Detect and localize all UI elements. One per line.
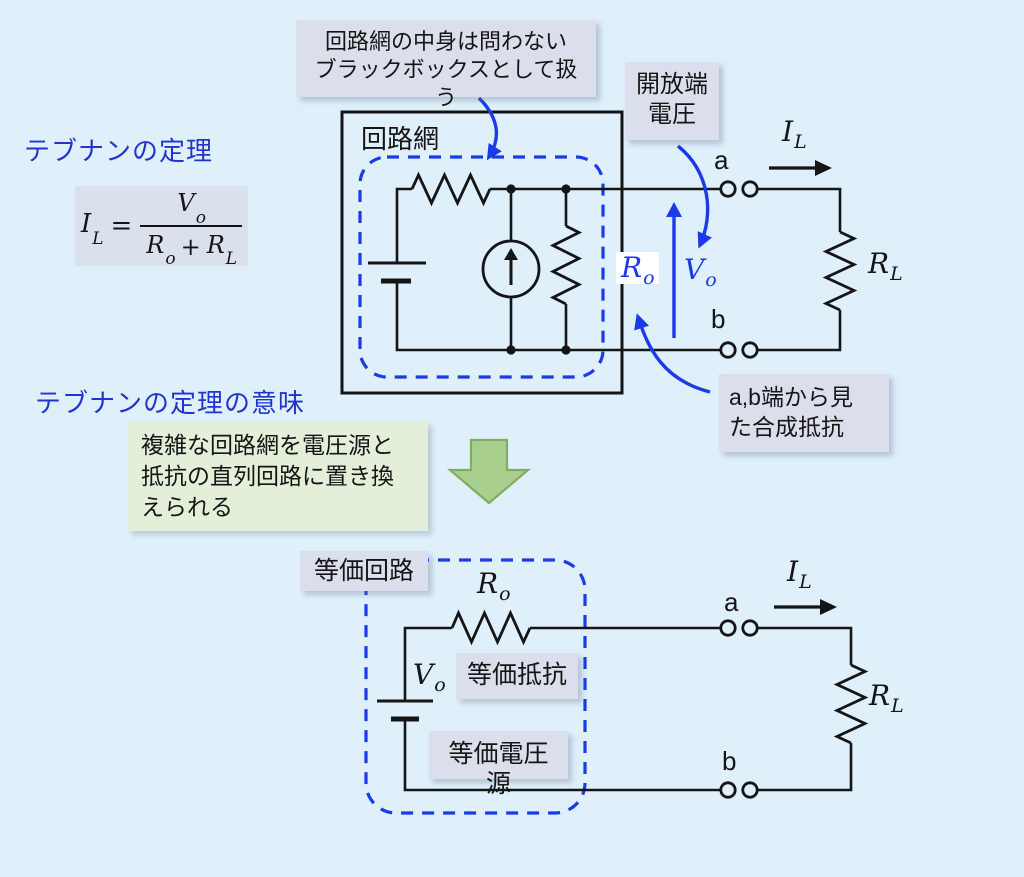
terminal-b-label-lower: b: [722, 746, 737, 776]
terminal-a-circle: [719, 619, 737, 637]
terminal-a-circle: [741, 619, 759, 637]
network-label: 回路網: [361, 124, 440, 154]
wire: [757, 743, 853, 792]
battery-icon: [368, 261, 426, 284]
blackbox-callout-arrow: [477, 96, 502, 161]
combined-resistance-callout: a,b端から見 た合成抵抗: [719, 374, 889, 452]
equiv-dashed-boundary: [364, 558, 587, 815]
terminal-a-circle: [741, 180, 759, 198]
source-voltage-label-lower: Vo: [413, 658, 446, 696]
wire: [403, 719, 721, 792]
terminal-b-label-upper: b: [711, 304, 726, 334]
open-voltage-arrow: [666, 202, 682, 338]
theorem-meaning-title: テブナンの定理の意味: [35, 388, 306, 418]
terminals: [719, 619, 759, 799]
formula-lhs: IL: [80, 208, 104, 250]
output-resistance-label-upper: Ro: [616, 252, 659, 288]
wire: [757, 626, 853, 665]
formula-fraction: Vo Ro + RL: [140, 188, 243, 269]
combined-resistance-callout-arrow: [634, 313, 711, 394]
transform-note: 複雑な回路網を電圧源と 抵抗の直列回路に置き換 えられる: [128, 421, 428, 531]
battery-icon: [377, 699, 433, 722]
terminal-a-label-lower: a: [724, 587, 739, 617]
transform-down-arrow: [446, 438, 532, 505]
theorem-title: テブナンの定理: [24, 136, 214, 166]
wire: [395, 187, 412, 263]
open-voltage-callout-arrow: [676, 144, 712, 249]
terminal-b-circle: [719, 781, 737, 799]
terminal-b-circle: [719, 341, 737, 359]
upper-circuit: [340, 96, 858, 395]
load-resistance-label-upper: RL: [868, 247, 903, 285]
junction-dots: [506, 184, 571, 355]
equiv-source-label: 等価電圧源: [429, 731, 568, 798]
load-current-label-upper: IL: [782, 115, 807, 153]
resistor-internal-2: [549, 224, 583, 306]
plus-sign: +: [180, 232, 201, 261]
terminal-b-circle: [741, 781, 759, 799]
load-current-label-lower: IL: [787, 555, 812, 593]
lower-circuit: [364, 558, 869, 815]
open-voltage-callout: 開放端 電圧: [625, 62, 719, 140]
load-current-arrow: [769, 160, 832, 176]
terminals: [719, 180, 759, 359]
formula: IL = Vo Ro + RL: [80, 188, 243, 269]
equals-sign: =: [110, 211, 133, 241]
load-resistance-label-lower: RL: [869, 679, 904, 717]
output-resistance-label-lower: Ro: [477, 567, 511, 605]
terminal-b-circle: [741, 341, 759, 359]
thevenin-formula: IL = Vo Ro + RL: [75, 186, 248, 269]
wire: [757, 187, 842, 232]
resistor-load: [833, 663, 869, 745]
wire: [395, 281, 721, 352]
resistor-equivalent: [450, 609, 532, 646]
resistor-load: [822, 230, 858, 312]
terminal-a-circle: [719, 180, 737, 198]
terminal-a-label-upper: a: [714, 145, 729, 175]
resistor-internal: [410, 171, 492, 207]
fraction-denominator: Ro + RL: [140, 224, 243, 269]
current-source-arrowhead: [504, 248, 518, 260]
network-dashed-boundary: [358, 155, 605, 379]
fraction-numerator: Vo: [177, 188, 206, 228]
load-current-arrow: [774, 599, 837, 615]
open-voltage-label-upper: Vo: [684, 253, 717, 291]
equiv-resistance-label: 等価抵抗: [456, 653, 578, 699]
blackbox-callout: 回路網の中身は問わない ブラックボックスとして扱う: [296, 20, 596, 110]
wire: [757, 310, 842, 352]
equiv-circuit-label: 等価回路: [300, 551, 428, 591]
wire: [403, 626, 452, 701]
